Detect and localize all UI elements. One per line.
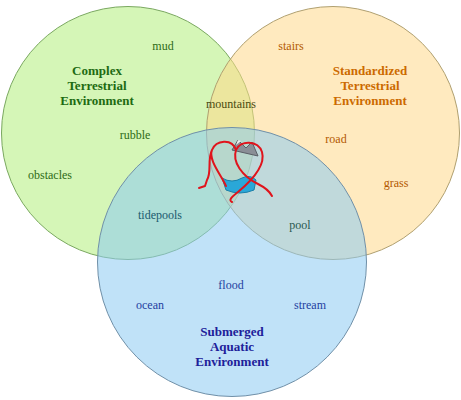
set-heading: Complex Terrestrial Environment (49, 63, 145, 108)
example-term: flood (218, 278, 243, 292)
set-circle: Submerged Aquatic Environment (97, 127, 367, 397)
example-term: mountains (206, 97, 256, 111)
example-term: mud (152, 39, 173, 53)
example-term: rubble (120, 128, 151, 142)
red-outline (199, 142, 272, 202)
example-term: stairs (278, 39, 303, 53)
example-term: road (325, 132, 346, 146)
example-term: grass (384, 176, 409, 190)
example-term: obstacles (28, 168, 72, 182)
example-term: stream (294, 298, 326, 312)
example-term: tidepools (138, 208, 182, 222)
set-heading: Submerged Aquatic Environment (184, 324, 280, 369)
set-circle-shape (98, 128, 367, 397)
example-term: ocean (136, 298, 164, 312)
set-heading: Standardized Terrestrial Environment (318, 63, 422, 108)
example-term: pool (289, 218, 310, 232)
center-icon (199, 140, 272, 202)
